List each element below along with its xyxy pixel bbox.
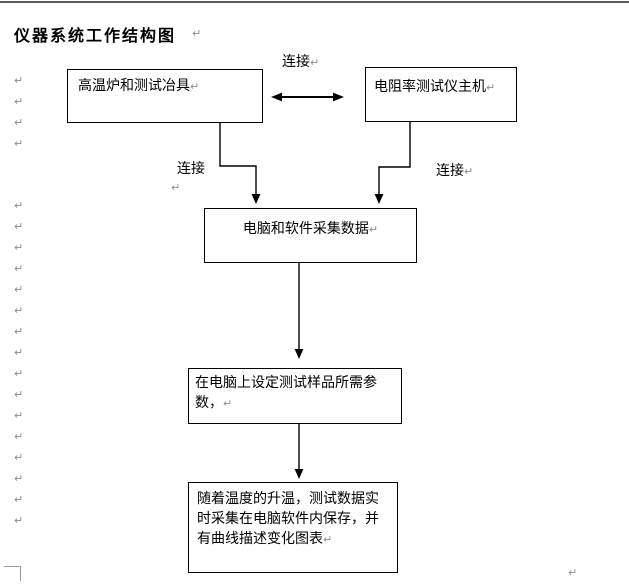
- flow-box-curve-label: 随着温度的升温，测试数据实时采集在电脑软件内保存，并有曲线描述变化图表: [197, 491, 379, 547]
- paragraph-mark-icon: ↵: [14, 137, 24, 150]
- page-top-rule: [0, 1, 629, 3]
- double-arrow-furnace-tester[interactable]: [271, 92, 344, 102]
- paragraph-mark-icon: ↵: [486, 81, 496, 94]
- paragraph-mark-icon: ↵: [14, 241, 24, 254]
- connector-label-left-text: 连接: [177, 161, 205, 177]
- flow-box-computer-label: 电脑和软件采集数据: [242, 221, 369, 237]
- paragraph-mark-icon: ↵: [14, 514, 24, 527]
- paragraph-mark-icon: ↵: [192, 27, 202, 40]
- connector-tester-to-computer[interactable]: [374, 122, 411, 204]
- text-boundary-corner-mark: [4, 566, 21, 581]
- paragraph-mark-icon: ↵: [14, 304, 24, 317]
- flow-box-computer[interactable]: 电脑和软件采集数据↵: [204, 208, 417, 263]
- paragraph-mark-icon: ↵: [14, 220, 24, 233]
- connector-label-left[interactable]: 连接: [177, 158, 205, 178]
- paragraph-mark-icon: ↵: [14, 409, 24, 422]
- paragraph-mark-icon: ↵: [464, 165, 474, 178]
- paragraph-mark-icon: ↵: [14, 367, 24, 380]
- connector-label-right[interactable]: 连接↵: [436, 160, 473, 180]
- paragraph-mark-icon: ↵: [14, 493, 24, 506]
- paragraph-mark-icon: ↵: [14, 346, 24, 359]
- page-title[interactable]: 仪器系统工作结构图: [14, 26, 177, 45]
- paragraph-mark-icon: ↵: [223, 397, 233, 410]
- paragraph-mark-icon: ↵: [323, 533, 333, 546]
- arrow-params-to-curve[interactable]: [294, 424, 304, 479]
- flow-box-curve[interactable]: 随着温度的升温，测试数据实时采集在电脑软件内保存，并有曲线描述变化图表↵: [188, 482, 398, 573]
- paragraph-mark-icon: ↵: [14, 74, 24, 87]
- paragraph-mark-icon: ↵: [14, 325, 24, 338]
- paragraph-mark-icon: ↵: [14, 388, 24, 401]
- flow-box-furnace-label: 高温炉和测试冶具: [78, 78, 190, 94]
- connector-label-right-text: 连接: [436, 163, 464, 179]
- paragraph-mark-icon: ↵: [14, 430, 24, 443]
- connector-label-top-text: 连接: [282, 54, 310, 70]
- paragraph-mark-icon: ↵: [190, 80, 200, 93]
- flow-box-tester-label: 电阻率测试仪主机: [374, 79, 486, 95]
- paragraph-mark-icon: ↵: [14, 472, 24, 485]
- paragraph-mark-icon: ↵: [14, 199, 24, 212]
- paragraph-mark-icon: ↵: [14, 116, 24, 129]
- paragraph-mark-icon: ↵: [310, 56, 320, 69]
- flow-box-furnace[interactable]: 高温炉和测试冶具↵: [67, 69, 263, 123]
- paragraph-mark-icon: ↵: [568, 566, 578, 579]
- flow-box-params-label: 在电脑上设定测试样品所需参数，: [195, 375, 377, 411]
- connector-label-top[interactable]: 连接↵: [282, 51, 319, 71]
- paragraph-mark-icon: ↵: [368, 223, 379, 236]
- arrow-computer-to-params[interactable]: [294, 263, 304, 359]
- flow-box-tester[interactable]: 电阻率测试仪主机↵: [365, 67, 517, 122]
- paragraph-mark-icon: ↵: [14, 283, 24, 296]
- paragraph-mark-icon: ↵: [14, 95, 24, 108]
- paragraph-mark-icon: ↵: [14, 451, 24, 464]
- connector-furnace-to-computer[interactable]: [219, 123, 261, 204]
- paragraph-mark-icon: ↵: [171, 181, 181, 194]
- paragraph-mark-icon: ↵: [14, 262, 24, 275]
- flow-box-params[interactable]: 在电脑上设定测试样品所需参数，↵: [188, 368, 402, 424]
